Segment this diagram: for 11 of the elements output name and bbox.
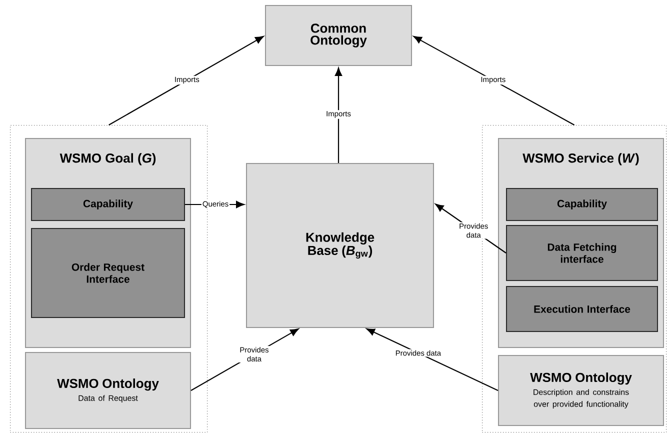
arrow [366,328,498,391]
component-box: Order Request Interface [31,228,185,318]
arrow [334,68,342,163]
arrow [108,36,264,126]
component-box: Capability [506,188,658,221]
component-box: Execution Interface [506,286,658,332]
component-box: Data Fetching interface [506,225,658,281]
arrow [413,36,575,126]
ontology-box: Knowledge Base (B$_{gw}$) [246,163,434,328]
component-box: Capability [31,188,185,221]
ontology-box: Common Ontology [265,5,412,66]
